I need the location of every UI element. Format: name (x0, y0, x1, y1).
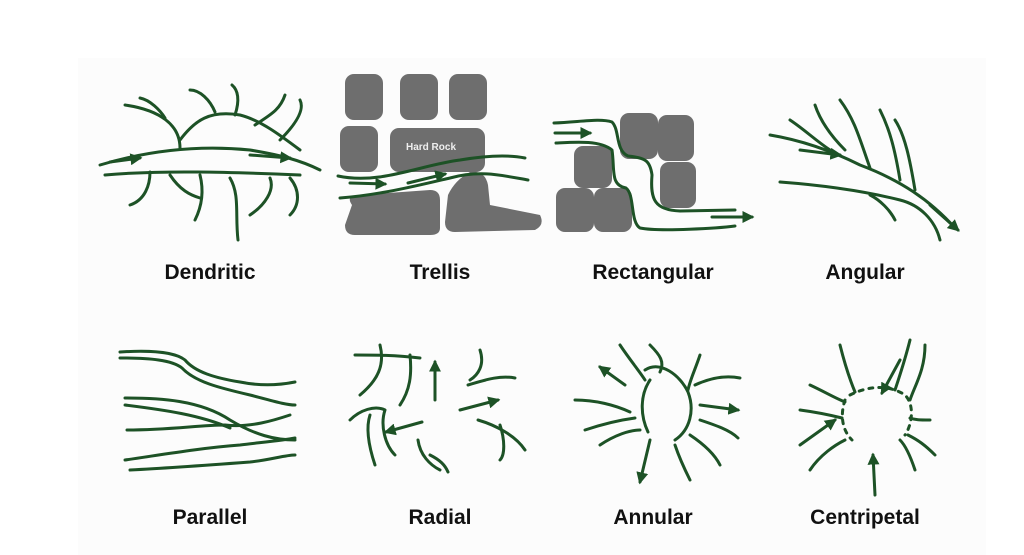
pattern-label-dendritic: Dendritic (164, 261, 256, 284)
radial-diagram (348, 343, 527, 474)
annular-diagram (573, 343, 742, 485)
dendritic-diagram (98, 83, 322, 242)
pattern-label-angular: Angular (825, 261, 905, 284)
pattern-label-centripetal: Centripetal (810, 506, 920, 529)
centripetal-diagram (798, 338, 937, 497)
pattern-label-parallel: Parallel (172, 506, 248, 529)
pattern-label-rectangular: Rectangular (592, 261, 714, 284)
pattern-label-radial: Radial (408, 506, 472, 529)
rectangular-diagram (552, 113, 755, 232)
pattern-label-trellis: Trellis (409, 261, 471, 284)
parallel-diagram (118, 349, 297, 472)
angular-diagram (768, 98, 960, 242)
trellis-diagram: Hard Rock (336, 74, 542, 235)
pattern-label-annular: Annular (613, 506, 693, 529)
hard-rock-label: Hard Rock (406, 142, 456, 153)
